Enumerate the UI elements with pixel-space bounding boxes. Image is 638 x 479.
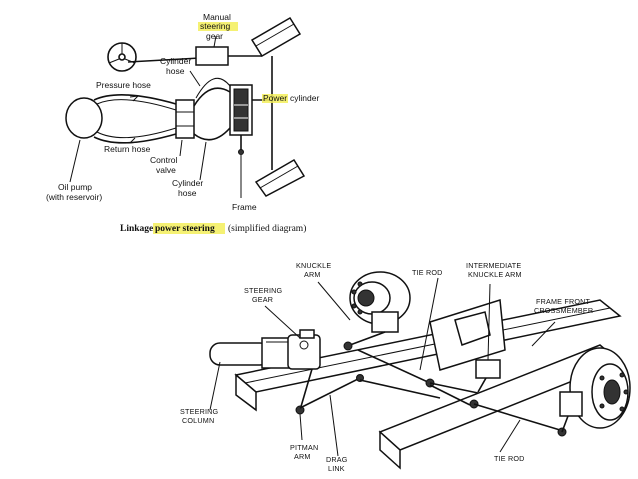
right-knuckle bbox=[559, 391, 583, 433]
label-intermediate-1: INTERMEDIATE bbox=[466, 261, 521, 270]
label-tie-rod-top: TIE ROD bbox=[412, 268, 443, 277]
caption-highlight: power steering bbox=[155, 224, 215, 234]
label-cylinder-hose-bot-2: hose bbox=[178, 188, 197, 198]
lower-wheel bbox=[254, 158, 306, 197]
caption-suffix: (simplified diagram) bbox=[228, 223, 306, 234]
cylinder-hose-top bbox=[193, 87, 231, 107]
manual-steering-gear bbox=[195, 46, 229, 66]
label-oil-pump-2: (with reservoir) bbox=[46, 192, 102, 202]
label-pitman-1: PITMAN bbox=[290, 443, 318, 452]
label-pitman-2: ARM bbox=[294, 452, 311, 461]
label-frame-front-1: FRAME FRONT bbox=[536, 297, 591, 306]
label-frame-front-2: CROSSMEMBER bbox=[534, 306, 593, 315]
bottom-linkage-diagram: KNUCKLE ARM TIE ROD INTERMEDIATE KNUCKLE… bbox=[180, 261, 631, 473]
label-steering-gear-1: STEERING bbox=[244, 286, 283, 295]
label-return-hose: Return hose bbox=[104, 144, 151, 154]
label-control-1: Control bbox=[150, 155, 178, 165]
caption-prefix: Linkage bbox=[120, 224, 153, 234]
label-steering-gear-2: GEAR bbox=[252, 295, 273, 304]
label-control-2: valve bbox=[156, 165, 176, 175]
label-knuckle-2: ARM bbox=[304, 270, 321, 279]
label-intermediate-2: KNUCKLE ARM bbox=[468, 270, 522, 279]
label-drag-1: DRAG bbox=[326, 455, 348, 464]
pressure-hose bbox=[93, 94, 177, 105]
frame-crossmember bbox=[234, 299, 622, 470]
steering-column bbox=[209, 337, 293, 369]
label-cylinder-hose-bot-1: Cylinder bbox=[172, 178, 203, 188]
label-knuckle-1: KNUCKLE bbox=[296, 261, 331, 270]
highlight-power-steering bbox=[153, 223, 225, 234]
return-hose bbox=[93, 133, 177, 144]
label-gear: gear bbox=[206, 31, 223, 41]
label-power: Power bbox=[263, 93, 287, 103]
label-manual: Manual bbox=[203, 12, 231, 22]
control-valve bbox=[175, 99, 195, 139]
oil-pump bbox=[65, 97, 103, 139]
label-cylinder-word: cylinder bbox=[290, 93, 319, 103]
label-steering-column-2: COLUMN bbox=[182, 416, 214, 425]
intermediate-link bbox=[429, 382, 479, 394]
label-frame: Frame bbox=[232, 202, 257, 212]
label-oil-pump-1: Oil pump bbox=[58, 182, 92, 192]
pitman-arm bbox=[299, 368, 313, 411]
label-drag-2: LINK bbox=[328, 464, 345, 473]
tie-rod-left bbox=[357, 349, 431, 384]
left-wheel-hub bbox=[349, 271, 411, 325]
label-cylinder-hose-top-1: Cylinder bbox=[160, 56, 191, 66]
steering-wheel-icon bbox=[107, 42, 137, 72]
label-steering: steering bbox=[200, 21, 231, 31]
upper-wheel bbox=[250, 16, 302, 58]
label-tie-rod-bottom: TIE ROD bbox=[494, 454, 525, 463]
steering-shaft bbox=[127, 57, 201, 63]
label-cylinder-hose-top-2: hose bbox=[166, 66, 185, 76]
power-cylinder bbox=[229, 84, 272, 155]
cylinder-hose-bottom bbox=[193, 127, 231, 141]
steering-gear-box bbox=[287, 329, 321, 370]
drag-link bbox=[299, 377, 361, 409]
label-steering-column-1: STEERING bbox=[180, 407, 219, 416]
right-wheel-hub bbox=[569, 347, 631, 429]
left-knuckle-arm bbox=[343, 311, 399, 351]
highlight-steering bbox=[198, 22, 238, 31]
top-linkage-diagram: Manual steering gear Cylinder hose Press… bbox=[46, 12, 319, 234]
tie-rod-right bbox=[473, 403, 561, 431]
highlight-power bbox=[262, 94, 288, 103]
label-pressure-hose: Pressure hose bbox=[96, 80, 151, 90]
